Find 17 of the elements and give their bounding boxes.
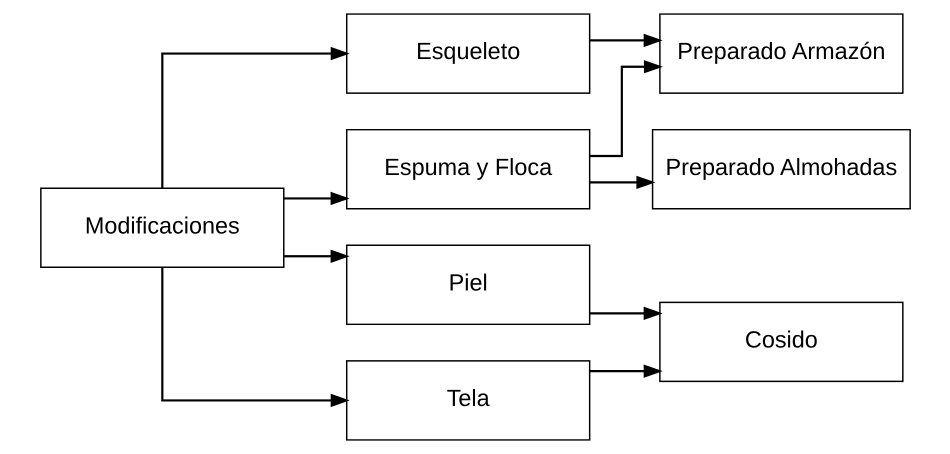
node-box: Preparado Almohadas	[651, 128, 910, 210]
node-box: Cosido	[658, 302, 904, 382]
node-box: Espuma y Floca	[345, 128, 590, 210]
node-box: Preparado Armazón	[658, 13, 904, 94]
node-box: Tela	[345, 360, 590, 441]
arrow	[284, 192, 350, 206]
node-box: Modificaciones	[40, 187, 284, 268]
arrow	[590, 60, 662, 158]
arrow	[589, 306, 662, 320]
arrow	[589, 34, 662, 48]
node-box: Piel	[345, 244, 590, 326]
arrow	[589, 364, 662, 378]
arrow	[589, 176, 655, 190]
arrow	[160, 46, 350, 188]
arrow	[160, 267, 350, 408]
node-box: Esqueleto	[345, 13, 590, 94]
arrow	[284, 250, 350, 263]
